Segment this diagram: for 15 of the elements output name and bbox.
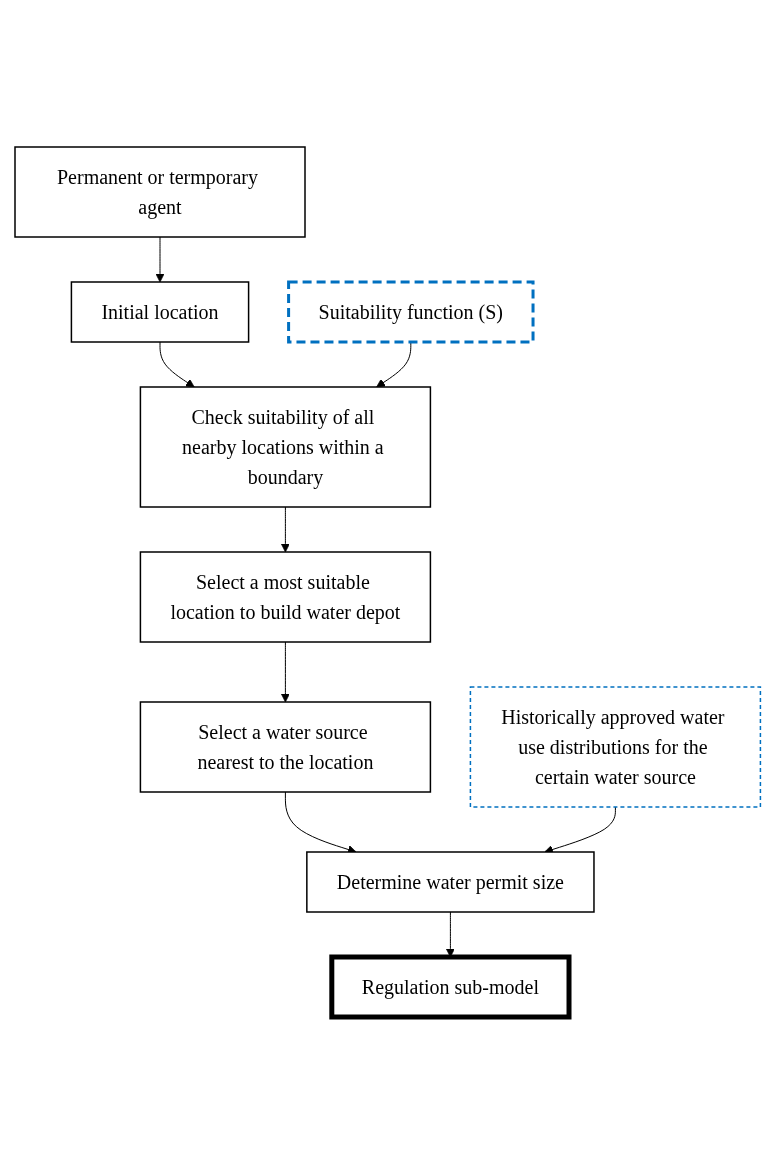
node-box: Check suitability of all nearby locations within a boundary: [139, 386, 431, 508]
node-box: Select a most suitable location to build water depot: [139, 551, 431, 643]
arrow: [159, 341, 195, 388]
arrow: [280, 641, 290, 703]
arrow: [284, 791, 357, 854]
node-box: Select a water source nearest to the location: [139, 701, 431, 793]
node-box: Historically approved water use distributions for the certain water source: [469, 686, 761, 808]
arrow: [544, 806, 616, 854]
arrow: [280, 506, 290, 553]
node-box: Suitability function (S): [286, 280, 535, 344]
arrow: [155, 236, 165, 283]
node-box: Initial location: [70, 281, 250, 343]
node-box: Regulation sub-model: [329, 954, 572, 1020]
node-box: Permanent or termporary agent: [14, 146, 306, 238]
node-box: Determine water permit size: [305, 851, 595, 913]
